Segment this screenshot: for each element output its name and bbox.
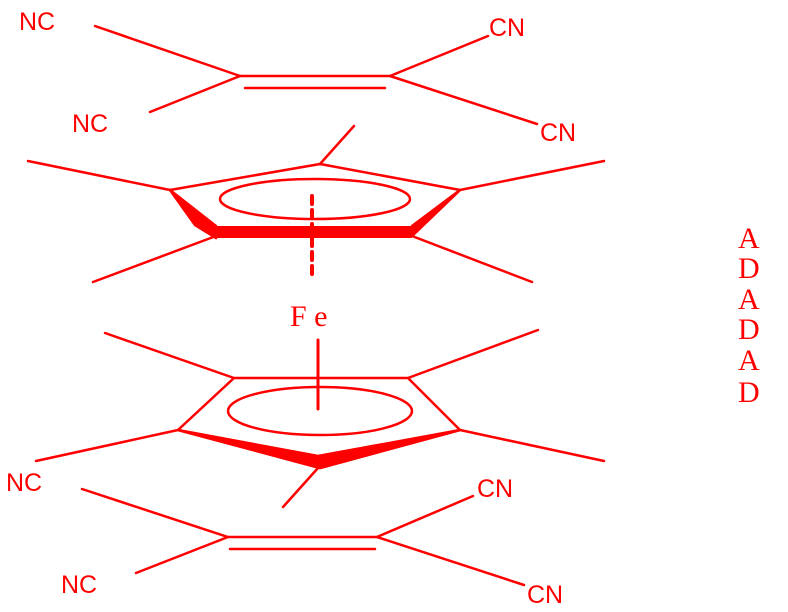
upper-cp-methyl-lower-left xyxy=(91,234,218,284)
label-nc-top-left-upper: NC xyxy=(19,8,55,36)
label-nc-bottom-left-upper: NC xyxy=(6,469,42,497)
bottom-tcne-bond-lower-right xyxy=(375,535,526,587)
lower-cp-methyl-left xyxy=(34,428,180,463)
top-tcne-bond-upper-right xyxy=(388,34,490,78)
stack-letter: D xyxy=(738,376,760,409)
upper-cp-methyl-right xyxy=(458,159,606,192)
bottom-tcne-molecule xyxy=(80,487,526,587)
upper-cp-methyl-left xyxy=(26,159,172,192)
label-cn-bottom-right-lower: CN xyxy=(527,581,563,609)
label-nc-bottom-left-lower: NC xyxy=(61,571,97,599)
top-tcne-bond-lower-right xyxy=(388,74,539,126)
lower-cp-methyl-upper-left xyxy=(103,331,236,380)
label-cn-bottom-right-upper: CN xyxy=(477,475,513,503)
upper-cp-methyl-top xyxy=(318,124,356,166)
upper-cp-ring-wedge-right xyxy=(410,188,462,238)
stack-letter: A xyxy=(738,283,760,316)
top-tcne-molecule xyxy=(93,24,539,126)
upper-cp-methyl-lower-right xyxy=(410,234,534,284)
lower-cp-methyl-right xyxy=(458,428,606,463)
bottom-tcne-bond-lower-left xyxy=(134,535,230,575)
upper-cp-aromatic-circle xyxy=(218,177,412,221)
stack-letter: A xyxy=(738,344,760,377)
stack-sequence-label: A D A D A D xyxy=(738,222,760,409)
stack-letter: A xyxy=(738,222,760,255)
lower-cp-methyl-bottom xyxy=(281,466,320,509)
label-cn-top-right-lower: CN xyxy=(540,119,576,147)
bottom-tcne-bond-upper-right xyxy=(375,494,475,539)
label-fe: F e xyxy=(290,300,328,333)
upper-cp-ring-wedge-left-side xyxy=(168,188,218,240)
stack-letter: D xyxy=(738,252,760,285)
bottom-tcne-bond-upper-left xyxy=(80,487,230,539)
upper-cp-ring xyxy=(26,124,606,284)
top-tcne-bond-upper-left xyxy=(93,24,242,78)
lower-cp-aromatic-circle xyxy=(226,385,414,437)
stack-letter: D xyxy=(738,313,760,346)
label-cn-top-right-upper: CN xyxy=(489,14,525,42)
lower-cp-ring xyxy=(34,328,606,509)
lower-cp-methyl-upper-right xyxy=(406,328,540,380)
label-nc-top-left-lower: NC xyxy=(72,110,108,138)
top-tcne-bond-lower-left xyxy=(148,74,242,114)
